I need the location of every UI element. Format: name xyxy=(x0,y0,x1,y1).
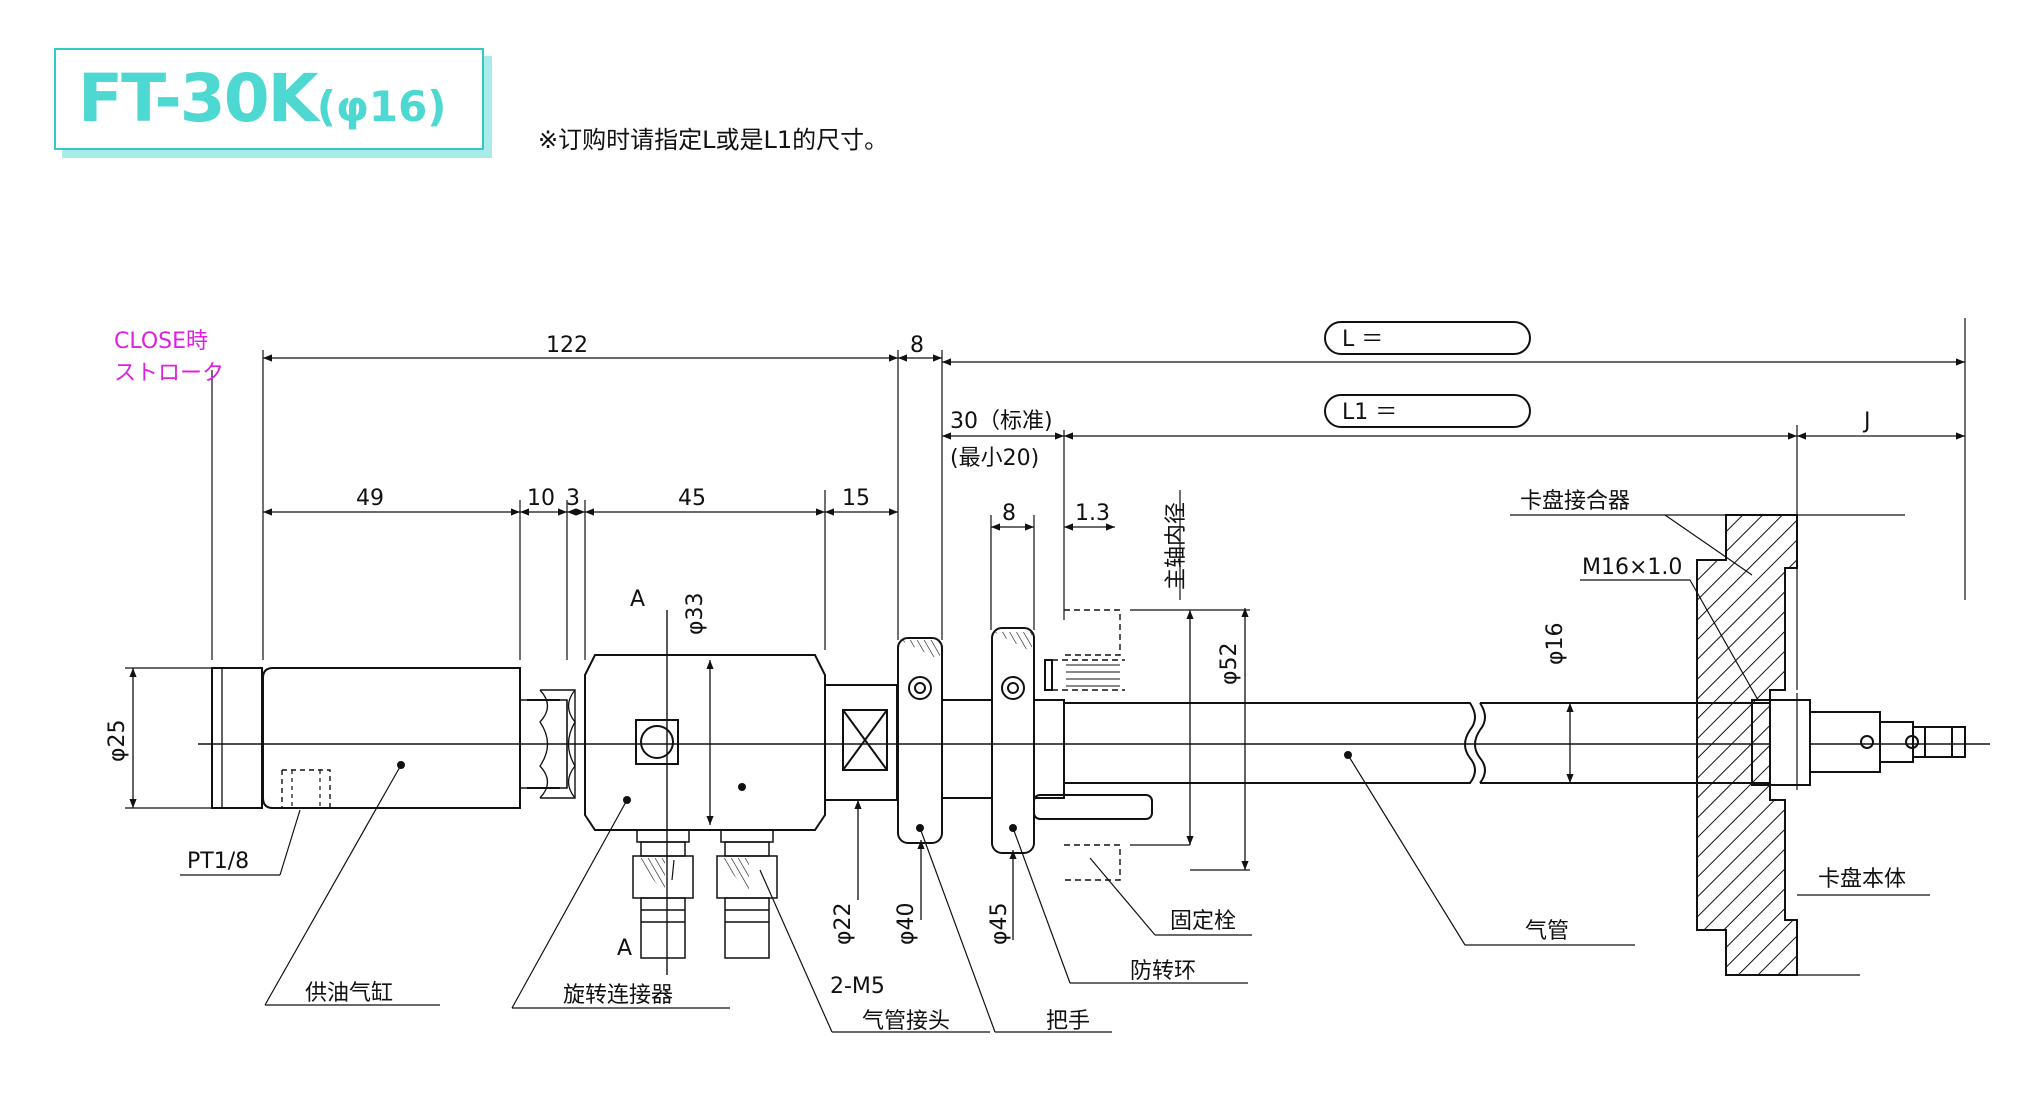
dim-J: J xyxy=(1862,409,1871,434)
dim-8: 8 xyxy=(910,333,924,358)
product-title-main: FT-30K xyxy=(78,60,319,137)
title-box: FT-30K(φ16) xyxy=(54,48,484,150)
anti-rotation-ring-label: 防转环 xyxy=(1130,959,1196,984)
rotary-joint-label: 旋转连接器 xyxy=(563,983,673,1008)
product-title-sub: (φ16) xyxy=(316,82,447,131)
dim-3: 3 xyxy=(566,486,580,511)
section-a-bottom: A xyxy=(617,936,632,961)
pt18-label: PT1/8 xyxy=(187,849,249,874)
spindle-bore-label: 主轴内径 xyxy=(1164,502,1189,590)
fixing-pin-label: 固定栓 xyxy=(1170,909,1236,934)
chuck-body-label: 卡盘本体 xyxy=(1818,867,1906,892)
section-a-top: A xyxy=(630,587,645,612)
m5-label: 2-M5 xyxy=(830,974,885,999)
air-fitting-label: 气管接头 xyxy=(862,1009,950,1034)
dim-45: 45 xyxy=(678,486,706,511)
dim-phi22: φ22 xyxy=(831,902,856,945)
dim-phi52: φ52 xyxy=(1217,642,1242,685)
air-tube-label: 气管 xyxy=(1525,919,1569,944)
stroke-note-line2: ストローク xyxy=(114,361,224,386)
dim-10: 10 xyxy=(527,486,555,511)
oil-cylinder-label: 供油气缸 xyxy=(305,981,393,1006)
order-note: ※订购时请指定L或是L1的尺寸。 xyxy=(538,126,889,154)
chuck-adapter-label: 卡盘接合器 xyxy=(1520,489,1630,514)
product-title: FT-30K(φ16) xyxy=(78,60,447,137)
dim-phi25: φ25 xyxy=(105,719,130,762)
dim-30: 30（标准) xyxy=(950,409,1053,434)
dim-122: 122 xyxy=(546,333,588,358)
dim-phi16: φ16 xyxy=(1543,622,1568,665)
dim-L1: L1 ＝ xyxy=(1342,400,1397,425)
dim-15: 15 xyxy=(842,486,870,511)
stroke-note-line1: CLOSE時 xyxy=(114,329,208,354)
dim-30-min: (最小20) xyxy=(950,446,1039,471)
dim-phi40: φ40 xyxy=(894,902,919,945)
dim-8b: 8 xyxy=(1002,501,1016,526)
chuck-adapter xyxy=(1696,514,1798,976)
dim-phi45: φ45 xyxy=(987,902,1012,945)
dim-49: 49 xyxy=(356,486,384,511)
thread-label: M16×1.0 xyxy=(1582,555,1682,580)
dim-1-3: 1.3 xyxy=(1075,501,1110,526)
dim-phi33: φ33 xyxy=(683,592,708,635)
handle-label: 把手 xyxy=(1046,1009,1090,1034)
dim-L: L ＝ xyxy=(1342,327,1383,352)
